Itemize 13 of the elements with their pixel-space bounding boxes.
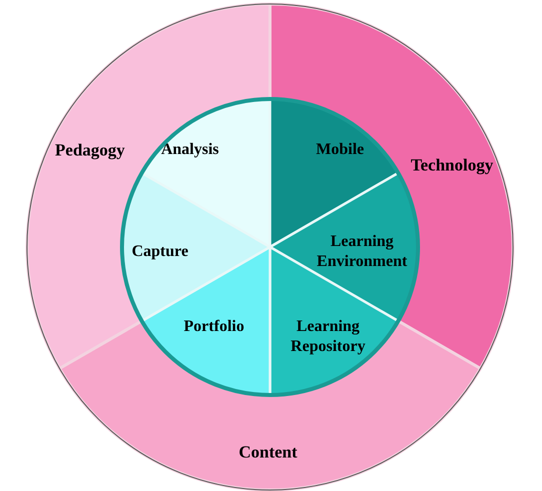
ring-segment [269, 4, 513, 369]
ring-segment [59, 321, 481, 490]
sector-label: Technology [410, 154, 494, 176]
sector-label: Analysis [160, 140, 220, 160]
sector-label: Portfolio [182, 317, 246, 337]
sector-label: Capture [130, 242, 190, 262]
sector-label: Mobile [315, 140, 365, 160]
sector-label: Pedagogy [54, 139, 126, 161]
ring-segment [27, 4, 270, 369]
sector-label: Learning Repository [290, 317, 366, 357]
sector-label: Content [238, 441, 298, 463]
sector-label: Learning Environment [316, 232, 408, 272]
pie-sector [122, 173, 270, 321]
